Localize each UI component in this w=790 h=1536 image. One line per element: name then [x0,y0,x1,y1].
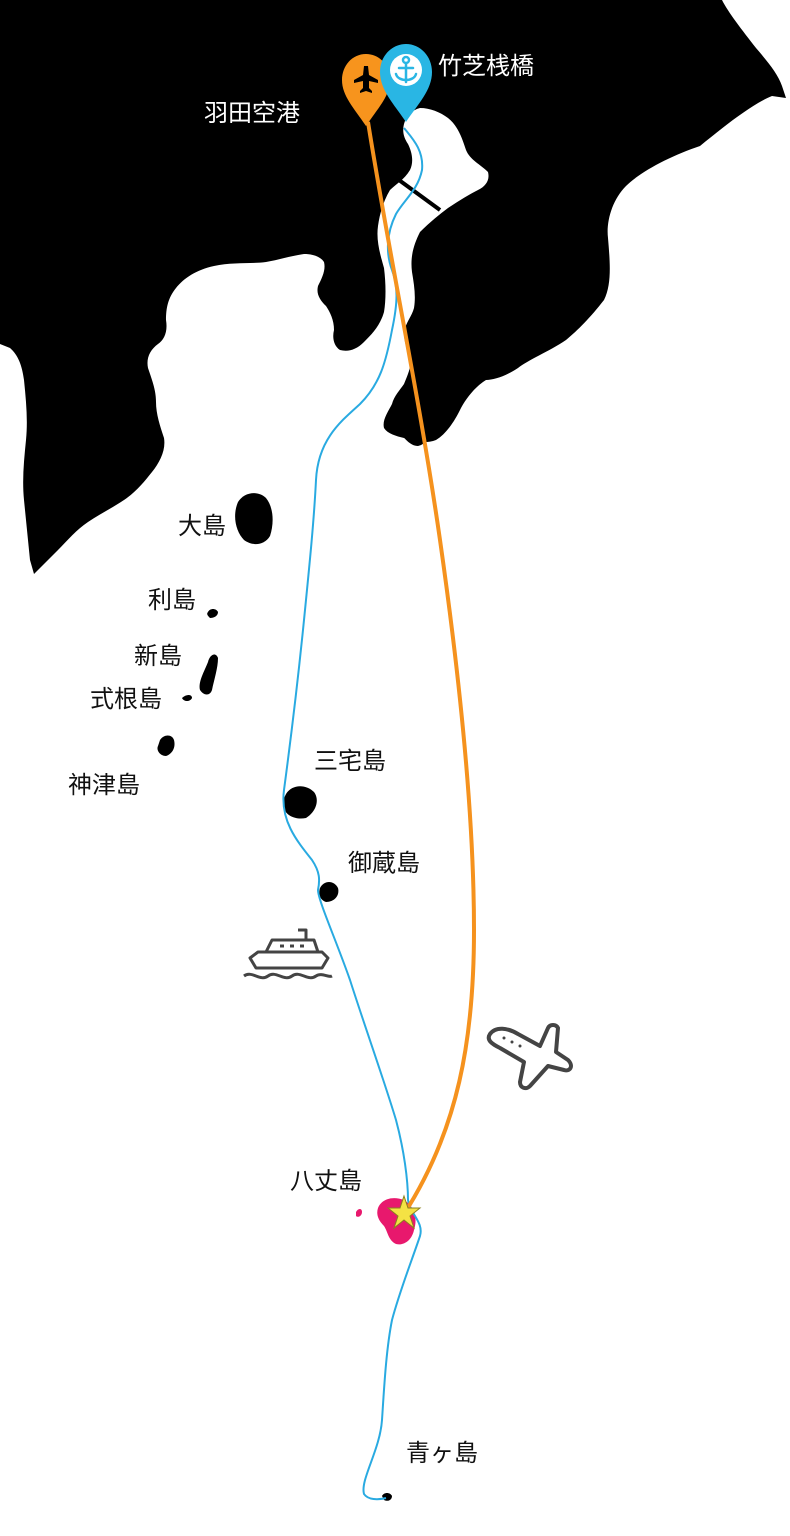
label-aogashima: 青ヶ島 [406,1439,478,1467]
bay-crossing-road [386,170,442,212]
star-icon [386,1194,422,1230]
island-kozushima [157,735,175,756]
flight-route-line [366,121,477,1216]
island-niijima [199,654,218,695]
island-miyakejima [283,786,317,819]
island-hachijo-kojima [356,1209,362,1217]
island-toshima [207,609,218,618]
label-toshima: 利島 [148,586,196,614]
island-aogashima [382,1493,392,1501]
island-mikurajima [319,882,339,902]
ferry-route-line [282,127,424,1501]
airplane-icon [486,1023,573,1091]
airplane-pin-icon [342,54,390,126]
mainland-landmass [0,0,786,574]
label-miyakejima: 三宅島 [314,747,386,775]
label-oshima: 大島 [178,512,226,540]
label-mikurajima: 御蔵島 [348,849,420,877]
island-shikinejima [182,695,192,701]
island-oshima [235,493,273,545]
label-haneda-airport: 羽田空港 [204,99,300,127]
anchor-pin-icon [380,44,432,122]
label-shikinejima: 式根島 [90,685,162,713]
label-kozushima: 神津島 [68,771,140,799]
label-takeshiba-pier: 竹芝桟橋 [438,52,534,80]
label-niijima: 新島 [134,642,182,670]
label-hachijojima: 八丈島 [290,1167,362,1195]
ferry-ship-icon [243,928,333,980]
